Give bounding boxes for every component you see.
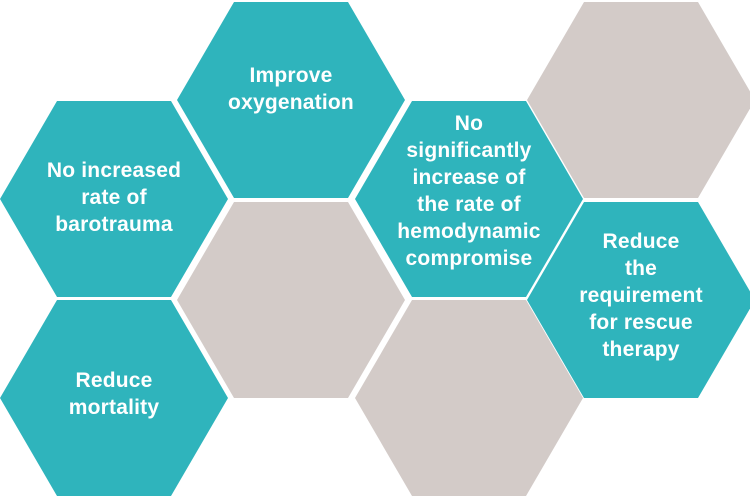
hexagon-label: Improve oxygenation bbox=[228, 64, 354, 114]
hexagon-label: Reduce mortality bbox=[68, 369, 160, 419]
hexagon-label: Reduce the requirement for rescue therap… bbox=[579, 229, 703, 361]
hexagon-label: No significantly increase of the rate of… bbox=[397, 112, 541, 270]
hexagon-reduce-mortality: Reduce mortality bbox=[0, 300, 228, 496]
hexagon-no-increased-barotrauma: No increased rate of barotrauma bbox=[0, 101, 228, 297]
hexagon-empty-center bbox=[177, 202, 405, 398]
hexagon-label: No increased rate of barotrauma bbox=[46, 158, 182, 236]
hexagon-improve-oxygenation: Improve oxygenation bbox=[177, 2, 405, 198]
